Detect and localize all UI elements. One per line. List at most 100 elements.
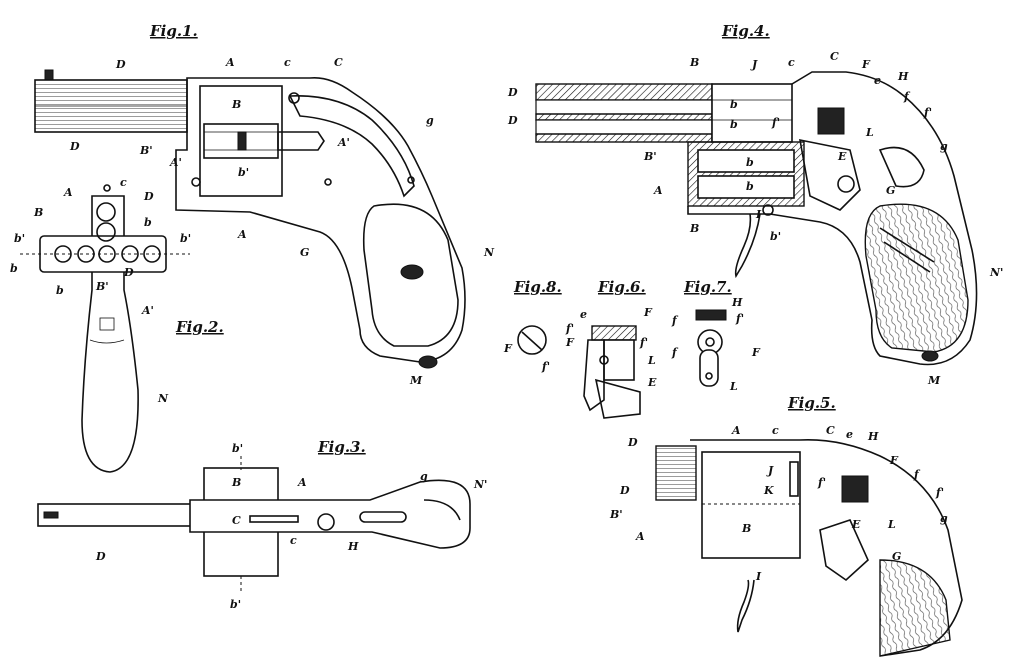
cylinder-window — [701, 451, 801, 559]
screw-icon — [288, 92, 300, 104]
figure-title: Fig.7. — [683, 278, 732, 296]
hammer — [841, 475, 869, 503]
part-label: F — [565, 336, 575, 349]
barrel-stub — [655, 445, 697, 501]
part-label: A — [225, 56, 235, 69]
figure-title: Fig.3. — [317, 438, 366, 456]
part-label: B' — [139, 144, 153, 157]
part-label: F — [889, 454, 899, 467]
part-label: A — [63, 186, 73, 199]
part-label: N — [483, 246, 495, 259]
part-label: b' — [232, 442, 243, 455]
part-label: A — [635, 530, 645, 543]
part-label: e — [846, 428, 853, 441]
figure-2: Fig.2. c A D B b b' b' b b B' D A' N — [10, 176, 224, 473]
frame-top — [189, 479, 471, 549]
hammer-tip — [103, 184, 111, 192]
grip-wood — [864, 203, 969, 353]
part-label: B' — [643, 150, 657, 163]
part-label: C — [334, 56, 343, 69]
part-label: G — [300, 246, 309, 259]
grip-medallion — [400, 264, 424, 280]
part-label: E — [837, 150, 847, 163]
part-label: b' — [180, 232, 191, 245]
part-label: G — [892, 550, 901, 563]
part-label: b — [730, 118, 738, 131]
part-label: c — [788, 56, 795, 69]
butt-screw — [921, 350, 939, 362]
lock-mechanism — [819, 519, 869, 582]
part-label: D — [123, 266, 134, 279]
part-label: H — [731, 296, 743, 309]
part-label: f — [671, 346, 679, 359]
part-label: b' — [14, 232, 25, 245]
part-label: b' — [770, 230, 781, 243]
part-label: b' — [238, 166, 249, 179]
part-label: f — [903, 90, 911, 103]
part-label: f' — [923, 106, 932, 119]
part-label: F — [643, 306, 653, 319]
hammer-head — [591, 325, 637, 341]
part-label: B' — [609, 508, 623, 521]
part-label: b — [730, 98, 738, 111]
trigger — [736, 579, 755, 633]
figure-4-labels: B J c C F e H f f' D D b b f' L g B' b E… — [507, 50, 1003, 387]
part-label: D — [627, 436, 638, 449]
figure-5-labels: A c C e H F f f' D J K f' D B' E L g A B… — [609, 424, 948, 583]
frame-outline — [175, 76, 466, 363]
part-label: D — [619, 484, 630, 497]
part-label: b — [144, 216, 152, 229]
lock-mechanism — [799, 138, 861, 211]
trigger — [734, 213, 761, 279]
part-label: F — [751, 346, 761, 359]
part-label: c — [284, 56, 291, 69]
front-sight — [44, 69, 54, 81]
part-label: E — [647, 376, 657, 389]
hammer-head — [695, 309, 727, 321]
part-label: g — [420, 470, 428, 483]
part-label: L — [647, 354, 656, 367]
part-label: f' — [817, 476, 826, 489]
part-label: E — [851, 518, 861, 531]
part-label: H — [347, 540, 359, 553]
figure-7: Fig.7. H f f' f F L — [671, 278, 761, 393]
part-label: f — [671, 314, 679, 327]
part-label: L — [865, 126, 874, 139]
part-label: N' — [473, 478, 487, 491]
part-label: F — [503, 342, 513, 355]
part-label: J — [766, 464, 774, 477]
hammer-body — [603, 339, 635, 381]
part-label: b — [746, 156, 754, 169]
figure-3-labels: b' B A g N' C c H D b' — [95, 442, 487, 611]
part-label: D — [115, 58, 126, 71]
cylinder — [203, 123, 279, 159]
part-label: H — [867, 430, 879, 443]
part-label: b — [56, 284, 64, 297]
part-label: M — [927, 374, 941, 387]
figure-title: Fig.8. — [513, 278, 562, 296]
part-label: B — [689, 222, 699, 235]
hammer — [817, 107, 845, 135]
label-N: N — [157, 392, 169, 405]
part-label: g — [940, 512, 948, 525]
grip-wood — [879, 559, 951, 657]
part-label: A' — [169, 156, 182, 169]
part-label: b — [10, 262, 18, 275]
part-label: G — [886, 184, 895, 197]
part-label: B — [741, 522, 751, 535]
part-label: L — [887, 518, 896, 531]
chamber-block — [711, 83, 793, 143]
figure-6: Fig.6. e F f' f' F L E — [565, 278, 657, 419]
figure-title: Fig.1. — [149, 22, 198, 40]
part-label: e — [580, 308, 587, 321]
part-label: B — [33, 206, 43, 219]
butt-screw — [418, 355, 438, 369]
part-label: I — [755, 570, 762, 583]
figure-title: Fig.6. — [597, 278, 646, 296]
part-label: F — [861, 58, 871, 71]
part-label: D — [507, 86, 518, 99]
figure-5: Fig.5. A c C e H F f f' D J K f' D B' E … — [609, 394, 963, 657]
part-label: c — [290, 534, 297, 547]
trigger-guard — [288, 95, 415, 198]
part-label: f — [913, 468, 921, 481]
